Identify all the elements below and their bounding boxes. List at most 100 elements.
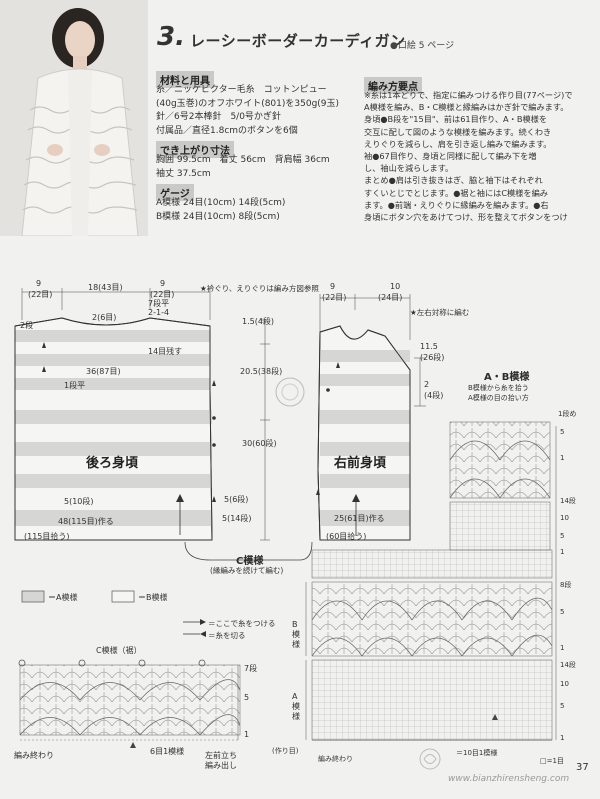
- watermark-url: www.bianzhirensheng.com: [448, 774, 570, 784]
- points-list: ※糸は1本どりで、指定に編みつける作り目(77ページ)で A模様を編み、B・C模…: [364, 89, 586, 223]
- points-line: 身頃にボタン穴をあけてつけ、形を整えてボタンをつけ: [364, 212, 568, 223]
- materials-line: 針／6号2本棒針 5/0号かぎ針: [156, 112, 281, 122]
- ab-row-label: 5: [560, 532, 565, 540]
- c-chart-row: 5: [244, 693, 250, 702]
- ab-row-label: 5: [560, 702, 565, 710]
- legend-a: ＝A模様: [48, 593, 78, 602]
- dim-label: 9: [36, 279, 42, 288]
- schematic-diagram: [14, 288, 557, 770]
- ab-bottom: □=1目: [540, 757, 564, 765]
- ab-side-label-a: A模様: [292, 692, 300, 721]
- c-chart-bottom: 左前立ち: [205, 751, 237, 760]
- size-line: 胸囲 99.5cm 着丈 56cm 背肩幅 36cm: [156, 155, 330, 165]
- dim-label: 1段平: [64, 381, 86, 390]
- gauge-list: A模様 24目(10cm) 14段(5cm) B模様 24目(10cm) 8段(…: [156, 197, 356, 224]
- ab-side-label-b: B模様: [292, 620, 300, 649]
- ab-row-label: 14段: [560, 497, 576, 505]
- dim-label: (24目): [378, 293, 403, 302]
- dim-label: (4段): [424, 391, 444, 400]
- points-line: えりぐりを減らし、肩を引き返し編みで編みます。: [364, 138, 552, 149]
- points-heading: 編み方要点: [364, 77, 422, 94]
- ab-bottom: (作り目): [272, 747, 299, 755]
- ab-pattern-chart: [305, 421, 557, 741]
- points-line: 身頃●B段を"15目"、前は61目作り、A・B模様を: [364, 114, 548, 125]
- gauge-line: A模様 24目(10cm) 14段(5cm): [156, 198, 286, 208]
- dim-label: 2-1-4: [148, 308, 170, 317]
- points-line: 袖●67目作り、身頃と同様に配して編み下を増: [364, 151, 537, 162]
- dim-label: (22目): [150, 290, 175, 299]
- pattern-number: 3.: [157, 22, 185, 52]
- dim-label: (26段): [420, 353, 445, 362]
- ab-row-label: 1段め: [558, 410, 577, 418]
- dim-label: 5(10段): [64, 497, 94, 506]
- points-line: ます。●前端・えりぐりに縁編みを編みます。●右: [364, 199, 549, 210]
- dim-label: 10: [390, 282, 401, 291]
- back-body-label: 後ろ身頃: [86, 456, 139, 471]
- size-line: 袖丈 37.5cm: [156, 168, 211, 179]
- dim-label: 2段: [20, 321, 34, 330]
- dim-label: 11.5: [420, 342, 438, 351]
- right-front-label: 右前身頃: [334, 456, 387, 471]
- legend-note1: ＝ここで糸をつける: [208, 619, 276, 628]
- dim-label: 7段平: [148, 299, 170, 308]
- points-line: し、袖山を減らします。: [364, 163, 454, 174]
- size-heading: でき上がり寸法: [156, 141, 234, 158]
- dim-label: (60目拾う): [326, 532, 367, 541]
- c-pattern-label: C模様: [236, 556, 264, 567]
- dim-label: 2(6目): [92, 313, 117, 322]
- ab-bottom: ＝10目1模様: [456, 749, 498, 757]
- ab-row-label: 10: [560, 514, 569, 522]
- dim-label: 5(6段): [224, 495, 249, 504]
- ab-bottom: 編み終わり: [318, 755, 353, 763]
- legend-b: ＝B模様: [138, 593, 168, 602]
- c-chart-bottom: 編み終わり: [14, 751, 54, 760]
- model-photo: [0, 0, 148, 236]
- c-chart-bottom: 編み出し: [205, 761, 237, 770]
- ab-row-label: 5: [560, 608, 565, 616]
- left-note: ★左右対称に編む: [410, 308, 470, 317]
- ab-row-label: 8段: [560, 581, 572, 589]
- dim-label: 30(60段): [242, 439, 277, 448]
- dim-label: 14目残す: [148, 347, 183, 356]
- pattern-title: レーシーボーダーカーディガン: [190, 32, 406, 50]
- points-line: 交互に配して図のような模様を編みます。続くわき: [364, 126, 552, 137]
- materials-heading: 材料と用具: [156, 71, 214, 88]
- dim-label: 48(115目)作る: [58, 517, 114, 526]
- ab-row-label: 14段: [560, 661, 576, 669]
- ab-row-label: 10: [560, 680, 569, 688]
- c-chart-row: 1: [244, 730, 250, 739]
- legend-note2: ＝糸を切る: [208, 631, 246, 640]
- dim-label: 25(61目)作る: [334, 514, 385, 523]
- ab-chart-title: A・B模様: [484, 372, 530, 383]
- ab-chart-note: B模様から糸を拾う: [468, 384, 529, 392]
- dim-label: 1.5(4段): [242, 317, 275, 326]
- page-number: 37: [576, 762, 589, 773]
- dim-label: 36(87目): [86, 367, 121, 376]
- dim-label: 9: [330, 282, 336, 291]
- dim-label: (22目): [28, 290, 53, 299]
- ab-row-label: 1: [560, 454, 565, 462]
- points-line: A模様を編み、B・C模様と縁編みはかぎ針で編みます。: [364, 102, 569, 113]
- materials-line: (40g玉巻)のオフホワイト(801)を350g(9玉): [156, 98, 340, 109]
- c-chart-bottom: 6目1模様: [150, 747, 185, 756]
- dim-label: 9: [160, 279, 166, 288]
- ab-row-label: 5: [560, 428, 565, 436]
- dim-label: 2: [424, 380, 430, 389]
- ab-chart-note: A模様の目の拾い方: [468, 394, 529, 402]
- c-pattern-note: (縁編みを続けて編む): [210, 566, 284, 575]
- dim-label: (115目拾う): [24, 532, 70, 541]
- materials-line: 糸／ニッケビクター毛糸 コットンピュー: [156, 85, 327, 95]
- page-reference: ●口絵 5 ページ: [390, 41, 455, 51]
- back-body-diagram: [14, 288, 216, 541]
- points-line: ※糸は1本どりで、指定に編みつける作り目(77ページ)で: [364, 90, 573, 100]
- back-note: ★衿ぐり、えりぐりは編み方図参照: [200, 284, 319, 293]
- points-line: すくいとじでとじます。●裾と袖にはC模様を編み: [364, 187, 548, 198]
- gauge-line: B模様 24目(10cm) 8段(5cm): [156, 211, 280, 222]
- materials-list: 糸／ニッケビクター毛糸 コットンピュー (40g玉巻)のオフホワイト(801)を…: [156, 84, 356, 138]
- gauge-heading: ゲージ: [156, 184, 194, 201]
- dim-label: 20.5(38段): [240, 367, 283, 376]
- c-pattern-chart: [18, 659, 241, 748]
- c-chart-row: 7段: [244, 664, 258, 673]
- size-list: 胸囲 99.5cm 着丈 56cm 背肩幅 36cm 袖丈 37.5cm: [156, 154, 356, 181]
